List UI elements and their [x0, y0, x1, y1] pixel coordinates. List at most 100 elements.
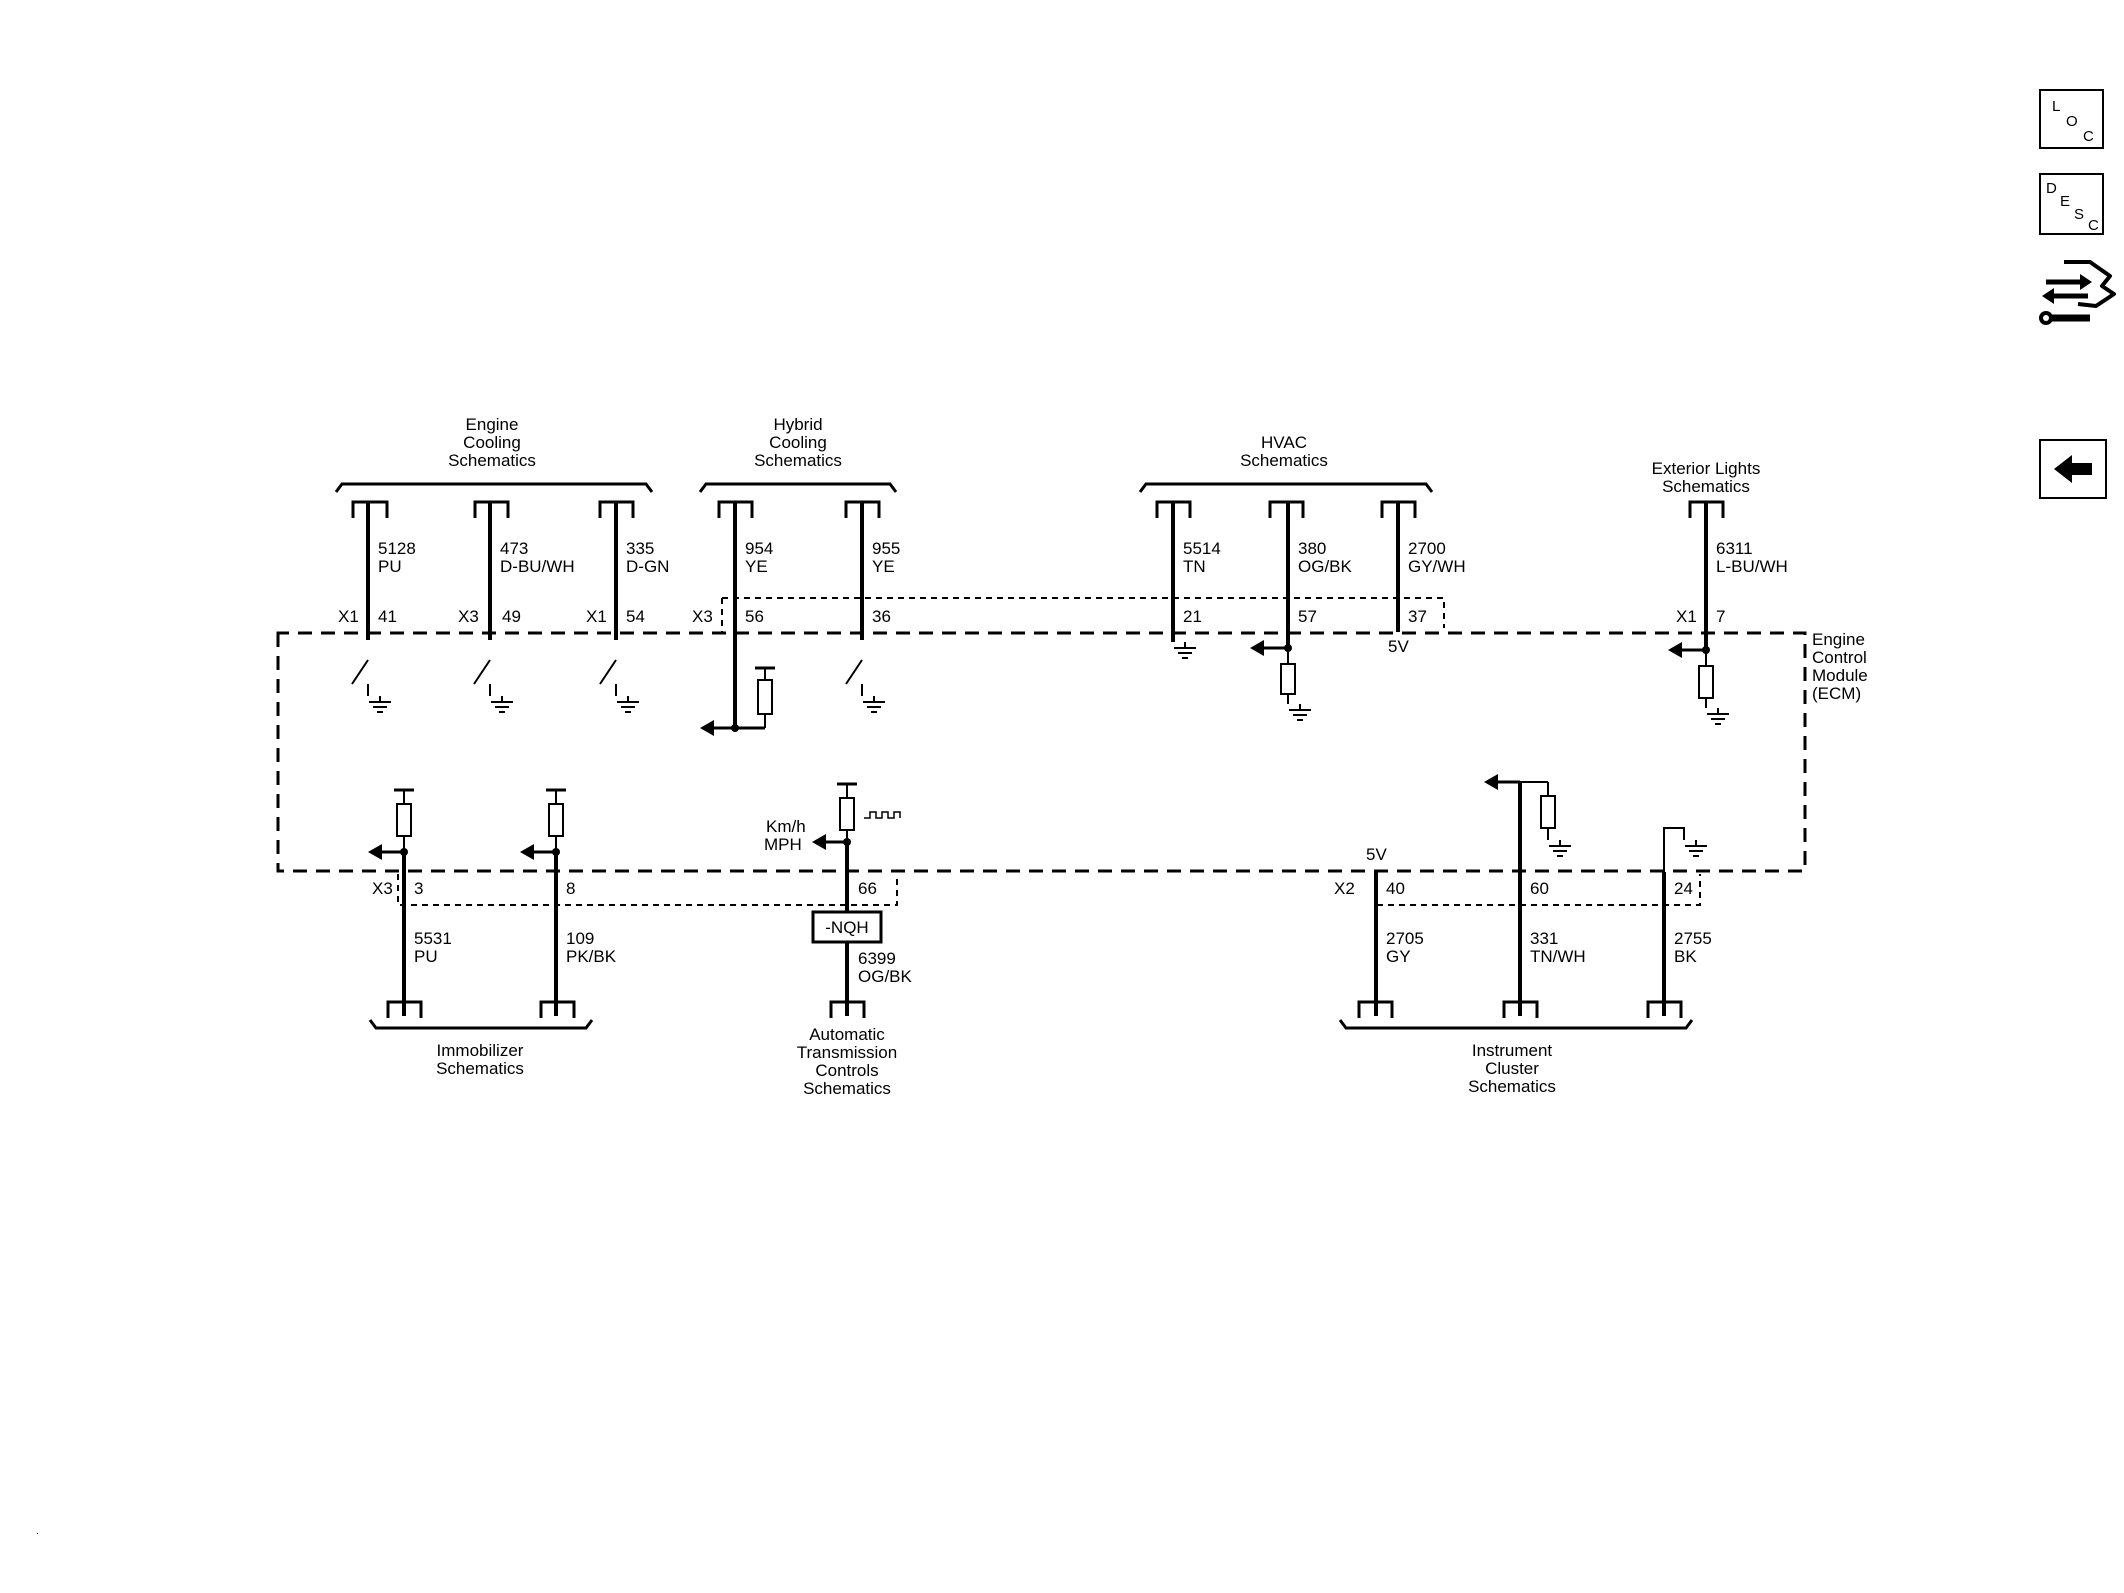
desc-letter-d: D: [2046, 180, 2057, 197]
circuit-2705-number: 2705: [1386, 929, 1424, 948]
engine-cooling-title-1: Engine: [466, 415, 519, 434]
circuit-5128-connector: X1: [338, 607, 359, 626]
circuit-335-number: 335: [626, 539, 654, 558]
circuit-2755-pin: 24: [1674, 879, 1693, 898]
circuit-380-color: OG/BK: [1298, 557, 1353, 576]
exterior-lights-title-1: Exterior Lights: [1652, 459, 1761, 478]
circuit-2700-color: GY/WH: [1408, 557, 1466, 576]
circuit-6399-number: 6399: [858, 949, 896, 968]
circuit-331-color: TN/WH: [1530, 947, 1586, 966]
instrument-cluster-title-3: Schematics: [1468, 1077, 1556, 1096]
hybrid-cooling-title-1: Hybrid: [773, 415, 822, 434]
circuit-6399: Km/h MPH -NQH 66 6399 OG/BK: [764, 782, 913, 1018]
circuit-5531-number: 5531: [414, 929, 452, 948]
immobilizer-title-1: Immobilizer: [437, 1041, 524, 1060]
circuit-5514-color: TN: [1183, 557, 1206, 576]
circuit-335-pin: 54: [626, 607, 645, 626]
speed-unit-kmh: Km/h: [766, 817, 806, 836]
circuit-473-number: 473: [500, 539, 528, 558]
engine-cooling-group: Engine Cooling Schematics: [334, 415, 654, 493]
circuit-2705: 5V X2 40 2705 GY: [1334, 845, 1424, 1018]
circuit-331-number: 331: [1530, 929, 1558, 948]
instrument-cluster-title-2: Cluster: [1485, 1059, 1539, 1078]
circuit-6311-number: 6311: [1716, 539, 1753, 558]
circuit-6399-color: OG/BK: [858, 967, 913, 986]
circuit-954-color: YE: [745, 557, 768, 576]
circuit-2705-pin: 40: [1386, 879, 1405, 898]
immobilizer-title-2: Schematics: [436, 1059, 524, 1078]
circuit-5531: X3 3 5531 PU: [368, 788, 452, 1018]
circuit-955-number: 955: [872, 539, 900, 558]
circuit-335-connector: X1: [586, 607, 607, 626]
circuit-5531-color: PU: [414, 947, 438, 966]
circuit-335-color: D-GN: [626, 557, 669, 576]
circuit-2755: 24 2755 BK: [1646, 827, 1712, 1018]
desc-button[interactable]: D E S C: [2039, 173, 2104, 235]
circuit-954-connector: X3: [692, 607, 713, 626]
circuit-2705-color: GY: [1386, 947, 1411, 966]
circuit-2700-pin: 37: [1408, 607, 1427, 626]
hvac-title-1: HVAC: [1261, 433, 1307, 452]
cluster-5v-label: 5V: [1366, 845, 1387, 864]
circuit-2755-number: 2755: [1674, 929, 1712, 948]
ecm-label-line2: Control: [1812, 648, 1867, 667]
instrument-cluster-group: Instrument Cluster Schematics: [1338, 1019, 1694, 1096]
connector-block-label: -NQH: [825, 918, 868, 937]
circuit-331-pin: 60: [1530, 879, 1549, 898]
circuit-5128: 5128 PU X1 41: [338, 500, 416, 713]
auto-trans-title-1: Automatic: [809, 1025, 885, 1044]
circuit-109-number: 109: [566, 929, 594, 948]
circuit-6399-pin: 66: [858, 879, 877, 898]
circuit-6311-color: L-BU/WH: [1716, 557, 1788, 576]
loc-letter-c: C: [2083, 128, 2094, 145]
pulse-signal-icon: [864, 811, 901, 819]
circuit-954-pin: 56: [745, 607, 764, 626]
auto-trans-group: Automatic Transmission Controls Schemati…: [797, 1025, 897, 1098]
circuit-473-connector: X3: [458, 607, 479, 626]
auto-trans-title-4: Schematics: [803, 1079, 891, 1098]
hybrid-cooling-title-2: Cooling: [769, 433, 827, 452]
circuit-955-pin: 36: [872, 607, 891, 626]
circuit-331: 60 331 TN/WH: [1484, 774, 1586, 1018]
circuit-5128-color: PU: [378, 557, 402, 576]
loc-letter-l: L: [2052, 98, 2060, 115]
ecm-label-line3: Module: [1812, 666, 1868, 685]
ecm-boundary: [276, 597, 1807, 906]
circuit-2755-color: BK: [1674, 947, 1697, 966]
circuit-5514-number: 5514: [1183, 539, 1221, 558]
circuit-954: 954 YE X3 56: [692, 500, 775, 736]
circuit-5514-pin: 21: [1183, 607, 1202, 626]
connector-tool-icon[interactable]: [2039, 260, 2116, 325]
back-button[interactable]: [2039, 439, 2107, 499]
circuit-473-pin: 49: [502, 607, 521, 626]
loc-button[interactable]: L O C: [2039, 89, 2104, 149]
immobilizer-group: Immobilizer Schematics: [368, 1019, 594, 1078]
circuit-5128-number: 5128: [378, 539, 416, 558]
circuit-473-color: D-BU/WH: [500, 557, 575, 576]
circuit-2700: 2700 GY/WH 37 5V: [1380, 500, 1466, 656]
circuit-380-number: 380: [1298, 539, 1326, 558]
corner-mark: .: [36, 1526, 39, 1537]
circuit-2705-connector: X2: [1334, 879, 1355, 898]
desc-letter-s: S: [2074, 206, 2084, 223]
circuit-5531-pin: 3: [414, 879, 423, 898]
speed-unit-mph: MPH: [764, 835, 802, 854]
auto-trans-title-3: Controls: [815, 1061, 878, 1080]
circuit-380-pin: 57: [1298, 607, 1317, 626]
auto-trans-title-2: Transmission: [797, 1043, 897, 1062]
circuit-955-color: YE: [872, 557, 895, 576]
hvac-group: HVAC Schematics: [1138, 433, 1434, 493]
circuit-109: 8 109 PK/BK: [520, 788, 617, 1018]
desc-letter-e: E: [2060, 193, 2070, 210]
hybrid-cooling-title-3: Schematics: [754, 451, 842, 470]
hvac-title-2: Schematics: [1240, 451, 1328, 470]
circuit-380: 380 OG/BK 57: [1250, 500, 1353, 721]
ecm-label-line1: Engine: [1812, 630, 1865, 649]
engine-cooling-title-2: Cooling: [463, 433, 521, 452]
engine-cooling-title-3: Schematics: [448, 451, 536, 470]
circuit-335: 335 D-GN X1 54: [586, 500, 669, 713]
circuit-473: 473 D-BU/WH X3 49: [458, 500, 575, 713]
circuit-6311-pin: 7: [1716, 607, 1725, 626]
desc-letter-c: C: [2088, 217, 2099, 234]
circuit-5128-pin: 41: [378, 607, 397, 626]
